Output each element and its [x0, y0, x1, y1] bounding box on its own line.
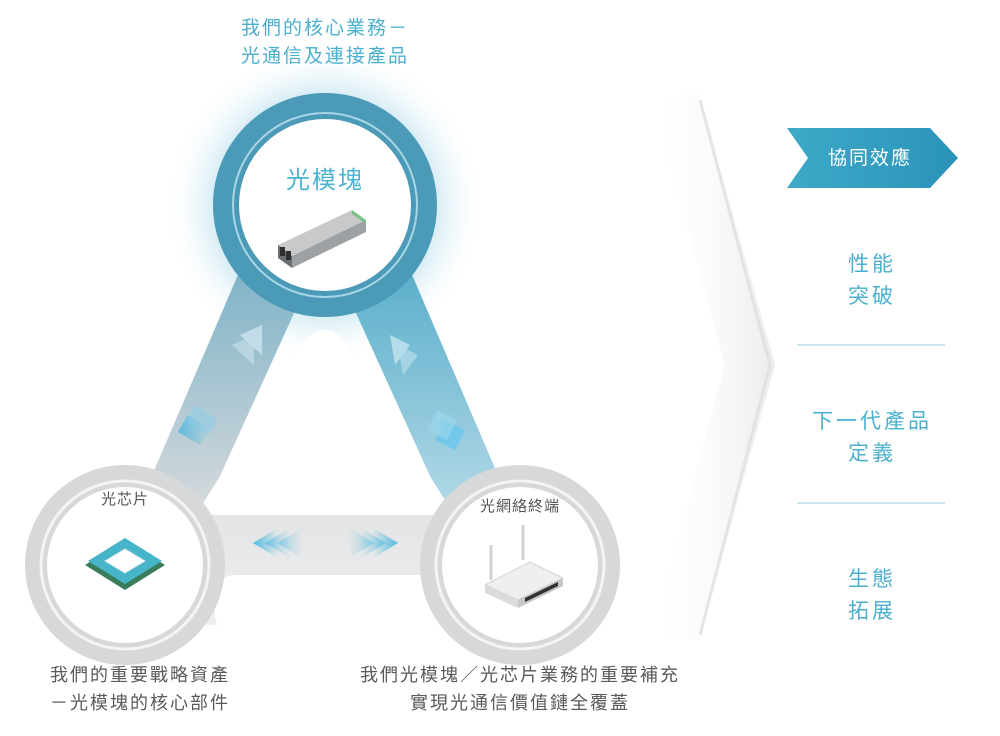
caption-bottom-right-line2: 實現光通信價值鏈全覆蓋: [410, 693, 630, 714]
synergy-header-label: 協同效應: [827, 147, 912, 169]
caption-bottom-right-line1: 我們光模塊／光芯片業務的重要補充: [360, 665, 680, 686]
connector-right-arm: [350, 270, 500, 520]
caption-bottom-left-line1: 我們的重要戰略資產: [50, 665, 230, 686]
node-label-top: 光模塊: [286, 166, 364, 194]
arrow-down-left-icon: [178, 405, 218, 445]
right-item-ecosystem: 生態 拓展: [797, 563, 947, 627]
divider-1: [797, 344, 945, 346]
node-label-bottom-left: 光芯片: [100, 490, 149, 508]
optical-module-icon: [278, 210, 366, 268]
node-ring-top: [213, 93, 437, 317]
right-item-performance: 性能 突破: [797, 248, 947, 312]
right-item-performance-line2: 突破: [848, 284, 896, 308]
top-caption-line1: 我們的核心業務－: [240, 17, 409, 39]
right-item-performance-line1: 性能: [848, 252, 896, 276]
arrow-down-right-icon: [427, 410, 465, 450]
arrow-up-left-icon: [390, 335, 418, 375]
caption-bottom-left: 我們的重要戰略資產 －光模塊的核心部件: [20, 662, 260, 718]
right-item-next-gen-line2: 定義: [848, 441, 896, 465]
top-caption: 我們的核心業務－ 光通信及連接產品: [205, 14, 445, 70]
caption-bottom-right: 我們光模塊／光芯片業務的重要補充 實現光通信價值鏈全覆蓋: [335, 662, 705, 718]
synergy-header-arrow: [787, 128, 958, 188]
node-ring-bottom-right: [420, 465, 620, 665]
divider-2: [797, 502, 945, 504]
right-item-next-gen-line1: 下一代產品: [812, 409, 932, 433]
router-icon: [483, 525, 565, 608]
right-item-next-gen: 下一代產品 定義: [797, 405, 947, 469]
arrow-up-right-icon: [232, 325, 262, 365]
optical-chip-icon: [85, 538, 165, 590]
caption-bottom-left-line2: －光模塊的核心部件: [50, 693, 230, 714]
chevron-separator-icon: [650, 95, 775, 640]
top-caption-line2: 光通信及連接產品: [240, 45, 409, 67]
arrow-right-icon: [349, 528, 398, 558]
node-label-bottom-right: 光網絡終端: [479, 497, 560, 515]
connector-left-arm: [150, 270, 300, 520]
arrow-left-icon: [253, 528, 302, 558]
right-item-ecosystem-line1: 生態: [848, 567, 896, 591]
right-item-ecosystem-line2: 拓展: [848, 599, 896, 623]
